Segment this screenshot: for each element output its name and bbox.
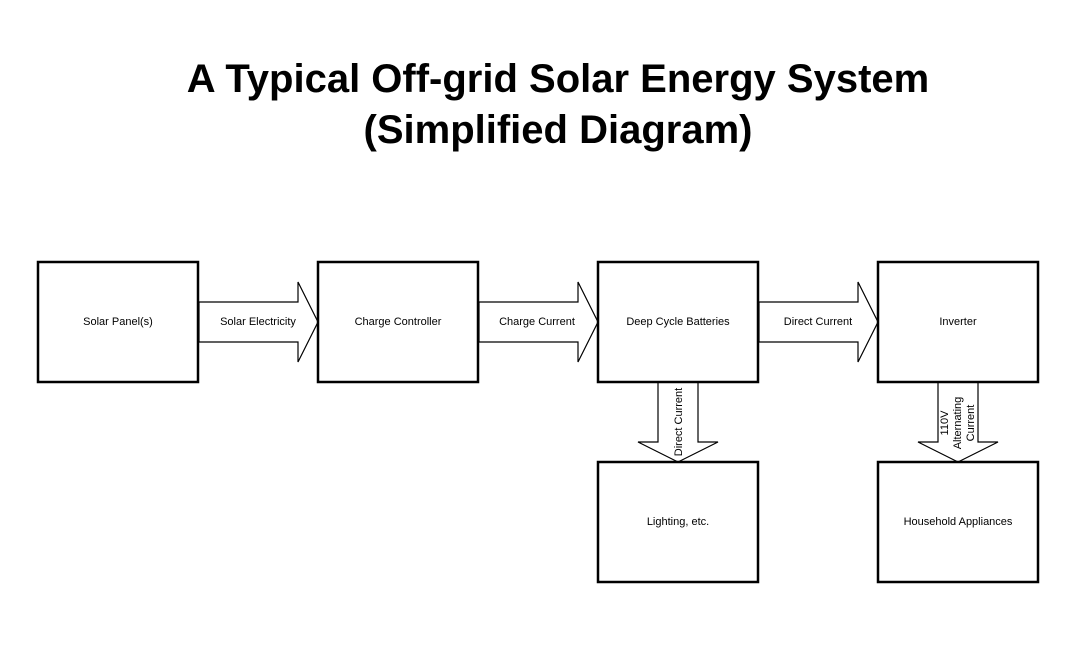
box-household-appliances: Household Appliances — [876, 460, 1040, 584]
arrow-batteries-to-lighting: Direct Current — [637, 381, 719, 463]
box-solar-panels: Solar Panel(s) — [36, 260, 200, 384]
box-deep-cycle-batteries: Deep Cycle Batteries — [596, 260, 760, 384]
arrow-label-alternating: Alternating — [952, 397, 964, 450]
title-line-1: A Typical Off-grid Solar Energy System — [186, 57, 930, 101]
box-label-charge-controller: Charge Controller — [355, 316, 442, 328]
arrow-batteries-to-inverter: Direct Current — [758, 281, 879, 363]
arrow-inverter-to-appliances: 110V Alternating Current — [917, 381, 999, 463]
diagram-title: A Typical Off-grid Solar Energy System (… — [0, 54, 1079, 156]
title-line-2: (Simplified Diagram) — [363, 108, 753, 152]
arrow-controller-to-batteries: Charge Current — [478, 281, 599, 363]
arrow-label-charge-current: Charge Current — [499, 316, 575, 328]
box-lighting: Lighting, etc. — [596, 460, 760, 584]
box-label-deep-cycle-batteries: Deep Cycle Batteries — [626, 316, 730, 328]
box-label-solar-panels: Solar Panel(s) — [83, 316, 153, 328]
box-label-lighting: Lighting, etc. — [647, 516, 709, 528]
box-charge-controller: Charge Controller — [316, 260, 480, 384]
box-label-inverter: Inverter — [939, 316, 977, 328]
arrow-label-direct-current-vertical: Direct Current — [673, 388, 685, 456]
box-label-household-appliances: Household Appliances — [904, 516, 1013, 528]
arrow-label-110v: 110V — [939, 410, 951, 436]
arrow-label-current: Current — [965, 405, 977, 442]
arrow-solar-to-controller: Solar Electricity — [198, 281, 319, 363]
arrow-label-solar-electricity: Solar Electricity — [220, 316, 296, 328]
box-inverter: Inverter — [876, 260, 1040, 384]
arrow-label-direct-current: Direct Current — [784, 316, 852, 328]
